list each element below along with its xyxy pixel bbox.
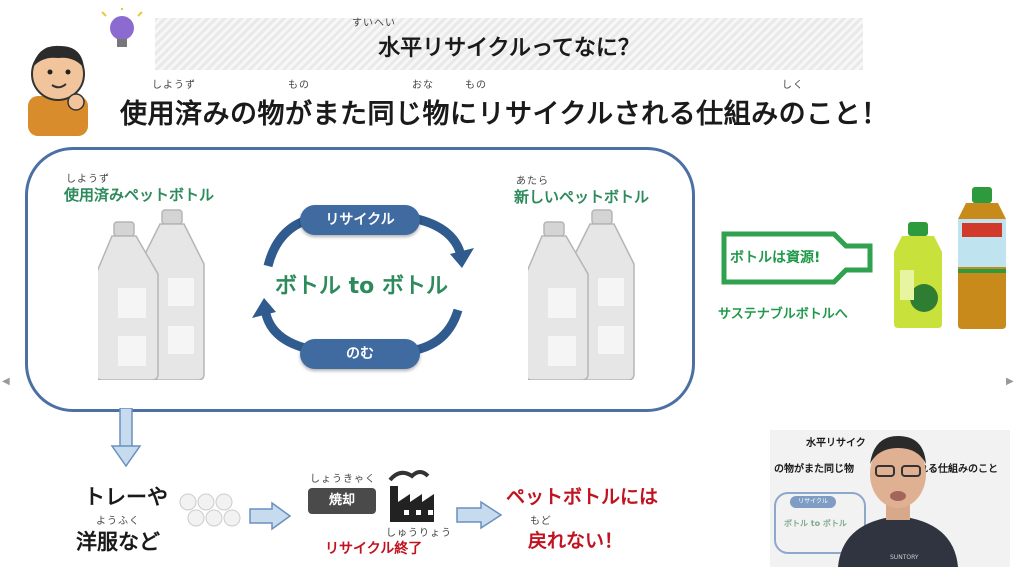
recycle-end-text: リサイクル終了 [325,541,423,557]
next-slide-icon[interactable]: ▶ [1006,376,1014,387]
cannot-return-text-2: 戻れない！ [528,530,624,552]
new-bottles-icon [528,209,635,380]
subtitle-ruby-1: しようず [152,80,196,91]
banner-background [155,18,863,70]
inset-diagram-box [774,492,866,554]
sustainable-bottle-text: サステナブルボトルへ [718,307,848,322]
presenter-figure [838,436,958,567]
inset-center-text: ボトル to ボトル [784,519,847,528]
lightbulb-icon [101,8,143,47]
barley-tea-bottle-icon [958,187,1006,329]
flow-arrow-1-icon [249,501,292,531]
page-subtitle: 使用済みの物がまた同じ物にリサイクルされる仕組みのこと！ [120,99,889,130]
bottle-to-bottle-text: ボトル to ボトル [275,274,448,299]
drink-pill: のむ [300,339,420,369]
inset-subtitle-right: される仕組みのこと [908,464,998,475]
subtitle-ruby-3: おな [412,80,434,91]
thinking-boy-icon [28,45,88,136]
end-ruby: しゅうりょう [386,528,452,539]
clothes-ruby: ようふく [96,516,140,527]
prev-slide-icon[interactable]: ◀ [2,376,10,387]
used-bottles-icon [98,209,205,380]
presenter-video-inset: 水平リサイク の物がまた同じ物 される仕組みのこと リサイクル ボトル to ボ… [770,430,1010,567]
down-arrow-icon [110,408,142,468]
egg-tray-icon [179,493,241,527]
inset-subtitle-left: の物がまた同じ物 [774,464,854,475]
incineration-label: 焼却 [308,488,376,514]
recycle-pill: リサイクル [300,205,420,235]
right-label-ruby: あたら [516,176,549,187]
burn-ruby: しょうきゃく [310,474,376,485]
cannot-return-text-1: ペットボトルには [506,486,659,508]
flow-arrow-2-icon [456,500,503,530]
tray-text: トレーや [84,485,168,509]
subtitle-ruby-2: もの [288,80,310,91]
left-label-ruby: しようず [66,174,110,185]
page-title: 水平リサイクルってなに？ [378,36,640,61]
subtitle-ruby-5: しく [782,80,804,91]
inset-title: 水平リサイク [806,438,866,449]
factory-icon [388,470,434,522]
return-ruby: もど [530,516,552,527]
subtitle-ruby-4: もの [465,80,487,91]
used-bottle-label: 使用済みペットボトル [64,186,215,204]
bottle-resource-banner [721,231,873,285]
new-bottle-label: 新しいペットボトル [514,188,650,206]
bottle-resource-text: ボトルは資源! [730,250,821,266]
clothes-text: 洋服など [76,530,160,554]
green-tea-bottle-icon [894,222,942,328]
shirt-logo-text: SUNTORY [890,554,919,561]
inset-pill: リサイクル [790,496,836,508]
title-ruby: すいへい [352,18,396,29]
